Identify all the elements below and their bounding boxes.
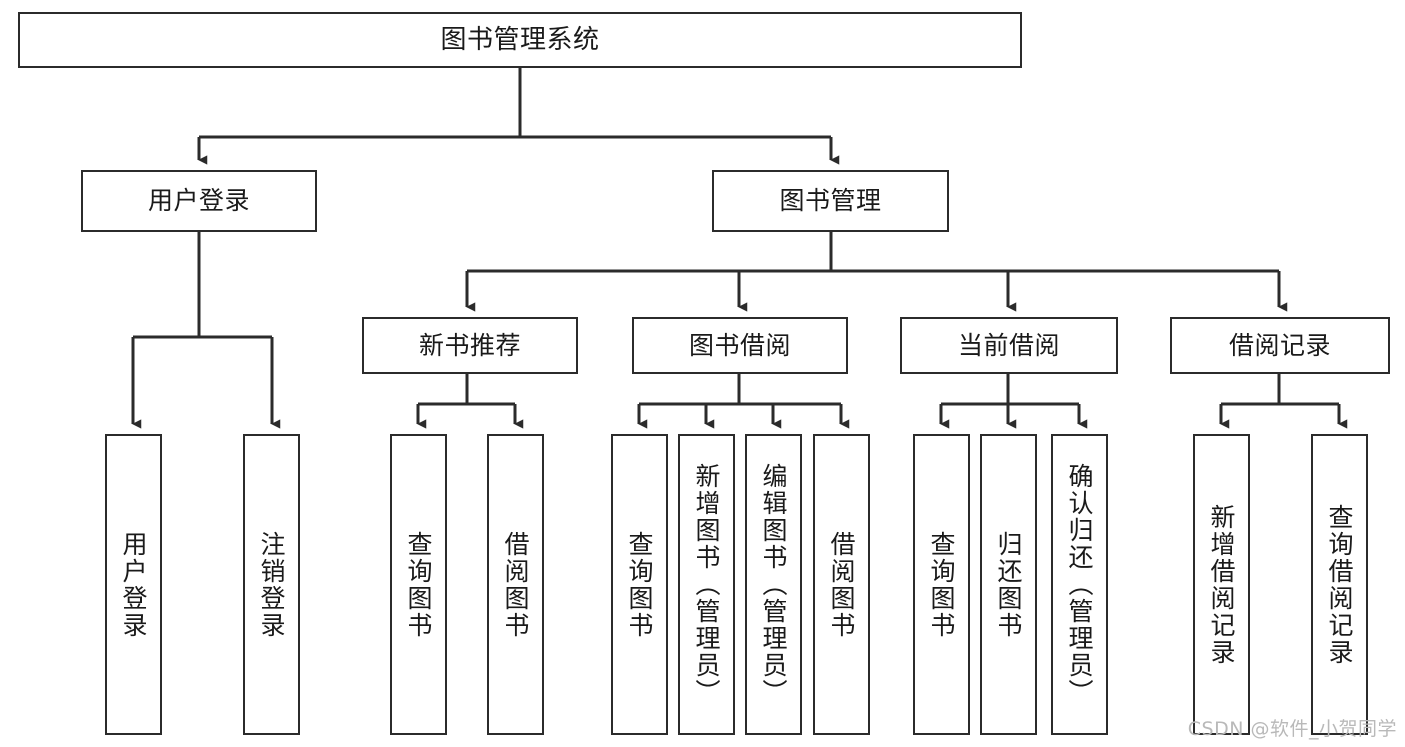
node-leaf-borrow-book-1-label: 借阅图书 [501, 530, 530, 639]
node-leaf-add-record-label: 新增借阅记录 [1207, 503, 1236, 666]
node-leaf-query-book-1-label: 查询图书 [404, 530, 433, 639]
node-leaf-add-book-label: 新增图书（管理员） [692, 463, 721, 706]
node-root-label: 图书管理系统 [440, 24, 600, 55]
node-borrow-record[interactable]: 借阅记录 [1170, 317, 1390, 374]
node-book-manage[interactable]: 图书管理 [712, 170, 949, 232]
node-leaf-query-record[interactable]: 查询借阅记录 [1311, 434, 1368, 735]
node-leaf-return-book-label: 归还图书 [994, 530, 1023, 639]
node-leaf-query-record-label: 查询借阅记录 [1325, 503, 1354, 666]
node-book-manage-label: 图书管理 [779, 186, 882, 216]
node-leaf-borrow-book-2-label: 借阅图书 [827, 530, 856, 639]
node-user-login-label: 用户登录 [147, 186, 250, 216]
node-root[interactable]: 图书管理系统 [18, 12, 1022, 68]
node-leaf-confirm-return-label: 确认归还（管理员） [1065, 463, 1094, 706]
node-user-login[interactable]: 用户登录 [81, 170, 317, 232]
node-leaf-query-book-2[interactable]: 查询图书 [611, 434, 668, 735]
node-leaf-user-login-label: 用户登录 [119, 530, 148, 639]
node-leaf-query-book-3-label: 查询图书 [927, 530, 956, 639]
node-leaf-logout[interactable]: 注销登录 [243, 434, 300, 735]
watermark: CSDN @软件_小贺同学 [1187, 718, 1397, 740]
node-new-book-recommend-label: 新书推荐 [418, 330, 521, 360]
node-leaf-add-book[interactable]: 新增图书（管理员） [678, 434, 735, 735]
node-current-borrow[interactable]: 当前借阅 [900, 317, 1118, 374]
node-book-borrow-label: 图书借阅 [688, 330, 791, 360]
node-leaf-borrow-book-2[interactable]: 借阅图书 [813, 434, 870, 735]
node-leaf-user-login[interactable]: 用户登录 [105, 434, 162, 735]
node-borrow-record-label: 借阅记录 [1228, 330, 1331, 360]
node-leaf-confirm-return[interactable]: 确认归还（管理员） [1051, 434, 1108, 735]
node-current-borrow-label: 当前借阅 [957, 330, 1060, 360]
node-leaf-borrow-book-1[interactable]: 借阅图书 [487, 434, 544, 735]
node-book-borrow[interactable]: 图书借阅 [632, 317, 848, 374]
node-leaf-edit-book[interactable]: 编辑图书（管理员） [745, 434, 802, 735]
node-leaf-query-book-3[interactable]: 查询图书 [913, 434, 970, 735]
node-new-book-recommend[interactable]: 新书推荐 [362, 317, 578, 374]
node-leaf-add-record[interactable]: 新增借阅记录 [1193, 434, 1250, 735]
node-leaf-query-book-2-label: 查询图书 [625, 530, 654, 639]
node-leaf-query-book-1[interactable]: 查询图书 [390, 434, 447, 735]
node-leaf-logout-label: 注销登录 [257, 530, 286, 639]
node-leaf-edit-book-label: 编辑图书（管理员） [759, 463, 788, 706]
node-leaf-return-book[interactable]: 归还图书 [980, 434, 1037, 735]
